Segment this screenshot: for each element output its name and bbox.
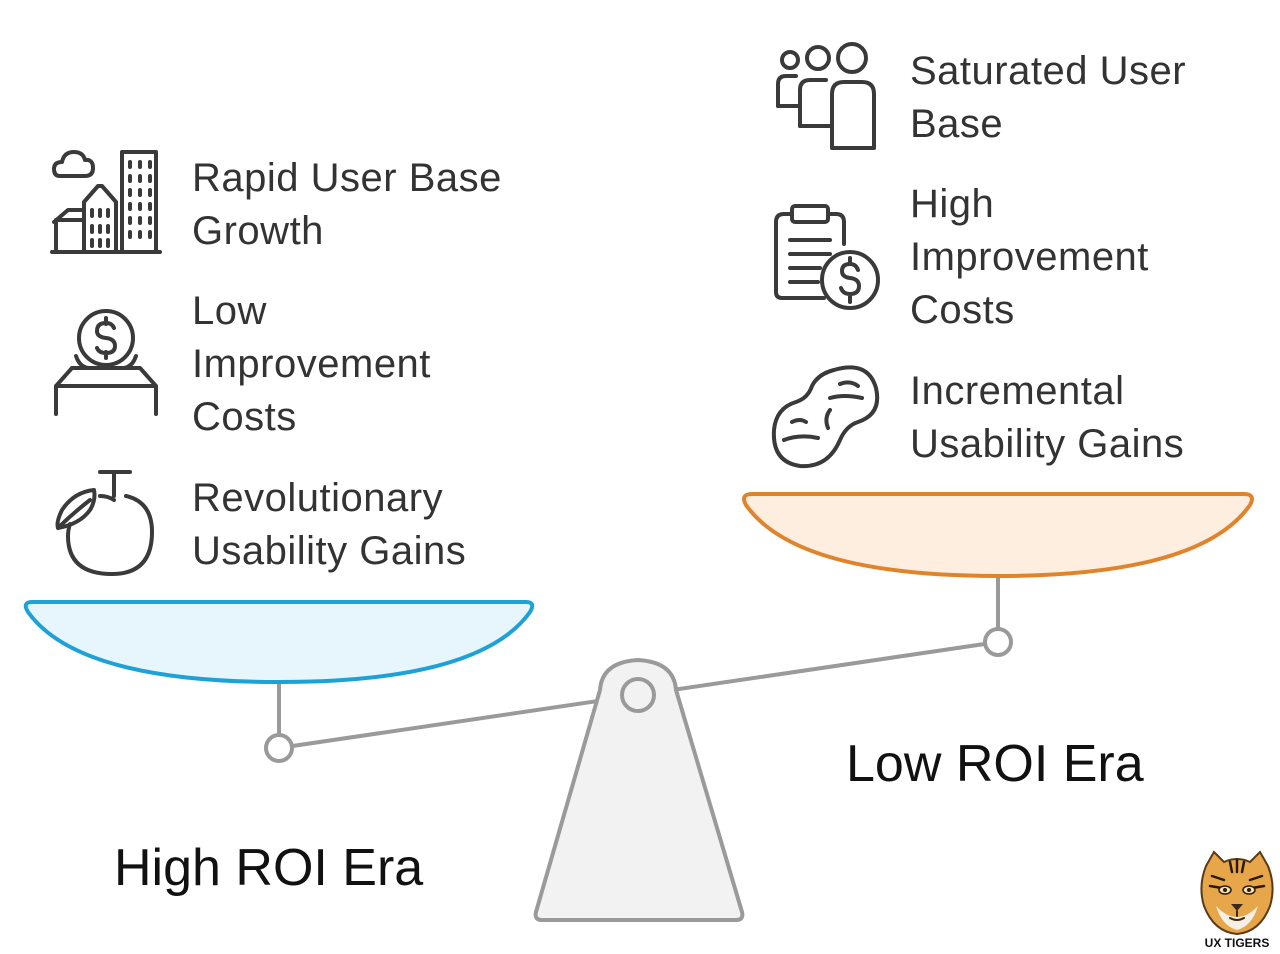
- left-item-2-line-2: Improvement: [192, 342, 431, 386]
- right-item-3-line-1: Incremental: [910, 369, 1125, 413]
- right-pan: [742, 492, 1254, 578]
- left-pan: [23, 600, 535, 684]
- left-item-2-line-3: Costs: [192, 395, 297, 439]
- user-group-icon: [776, 42, 876, 150]
- left-item-1-line-2: Growth: [192, 209, 324, 253]
- left-item-3-label: Revolutionary Usability Gains: [192, 472, 466, 578]
- right-item-3-line-2: Usability Gains: [910, 422, 1185, 466]
- peanut-icon: [771, 365, 880, 469]
- left-pivot-joint: [264, 733, 294, 763]
- right-item-2-label: High Improvement Costs: [910, 178, 1149, 337]
- city-buildings-icon: [50, 150, 162, 254]
- right-item-1-line-2: Base: [910, 102, 1004, 146]
- right-item-2-line-1: High: [910, 182, 995, 226]
- left-item-1-label: Rapid User Base Growth: [192, 152, 502, 258]
- fulcrum-pivot: [620, 677, 656, 713]
- right-item-1-label: Saturated User Base: [910, 45, 1186, 151]
- right-item-1-line-1: Saturated User: [910, 49, 1187, 93]
- fulcrum-stand: [533, 658, 745, 922]
- invoice-dollar-icon: [774, 204, 880, 310]
- left-item-2-label: Low Improvement Costs: [192, 285, 431, 444]
- tiger-head-icon: [1200, 850, 1274, 936]
- left-item-3-line-1: Revolutionary: [192, 476, 444, 520]
- low-roi-era-title: Low ROI Era: [846, 735, 1144, 793]
- right-pivot-joint: [983, 627, 1013, 657]
- right-item-2-line-2: Improvement: [910, 235, 1149, 279]
- logo-text: UX TIGERS: [1204, 936, 1270, 950]
- left-item-3-line-2: Usability Gains: [192, 529, 467, 573]
- right-item-2-line-3: Costs: [910, 288, 1015, 332]
- fruit-icon: [55, 470, 154, 576]
- left-item-1-line-1: Rapid User Base: [192, 156, 502, 200]
- high-roi-era-title: High ROI Era: [114, 839, 424, 897]
- left-item-2-line-1: Low: [192, 289, 267, 333]
- right-item-3-label: Incremental Usability Gains: [910, 365, 1184, 471]
- coin-deposit-box-icon: [54, 309, 158, 416]
- ux-tigers-logo: UX TIGERS: [1196, 846, 1278, 954]
